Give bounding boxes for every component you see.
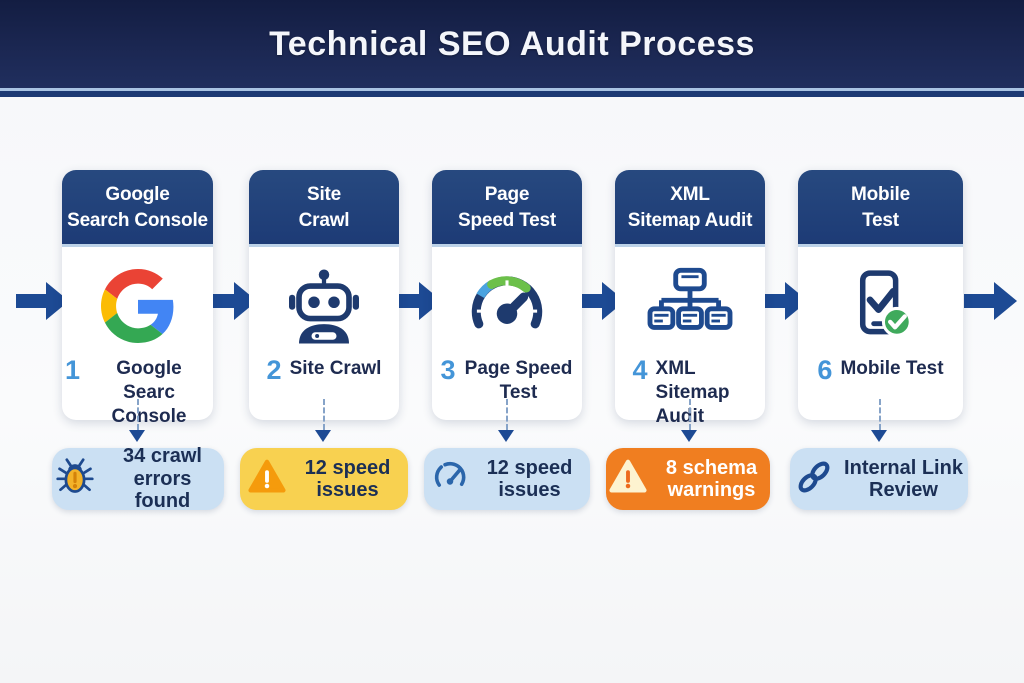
finding-badge-internal-link-review: Internal Link Review [790, 448, 968, 510]
step-number: 2 [266, 355, 282, 385]
step-card-header: Site Crawl [249, 170, 399, 247]
step-card-body: 3 Page Speed Test [432, 247, 582, 420]
banner-stripe-light [0, 88, 1024, 91]
step-label: 4 XML Sitemap Audit [632, 357, 747, 428]
flow-arrow-icon [389, 282, 442, 320]
step-card-header: Mobile Test [798, 170, 963, 247]
step-card-body: 6 Mobile Test [798, 247, 963, 420]
step-number: 3 [440, 355, 456, 385]
finding-badge-schema-warnings: 8 schema warnings [606, 448, 770, 510]
step-card-xml-sitemap-audit: XML Sitemap Audit [615, 170, 765, 427]
step-label-text: Page Speed Test [464, 358, 573, 403]
flow-arrow-icon [204, 282, 257, 320]
step-label: 3 Page Speed Test [440, 357, 573, 405]
link-icon [794, 457, 834, 502]
step-card-google-search-console: Google Search Console 1 Google Searc Con… [62, 170, 213, 427]
step-header-line2: Search Console [67, 209, 208, 231]
google-logo-icon [100, 263, 175, 349]
robot-icon [284, 263, 364, 349]
step-card-header: Page Speed Test [432, 170, 582, 247]
step-header-line1: XML [670, 183, 710, 205]
warning-triangle-icon [248, 459, 286, 499]
step-card-body: 2 Site Crawl [249, 247, 399, 420]
step-header-line2: Test [862, 209, 899, 231]
step-card-site-crawl: Site Crawl 2 Site Crawl [249, 170, 399, 420]
connector-arrow-icon [871, 430, 887, 442]
finding-badge-speed-issues: 12 speed issues [240, 448, 408, 510]
connector-arrow-icon [681, 430, 697, 442]
flow-arrow-icon [572, 282, 625, 320]
sitemap-icon [644, 263, 736, 349]
step-label: 6 Mobile Test [817, 357, 943, 384]
banner-stripe-dark [0, 91, 1024, 97]
gauge-icon [432, 459, 468, 500]
connector-line [879, 399, 881, 430]
connector-arrow-icon [315, 430, 331, 442]
step-label: 2 Site Crawl [267, 357, 382, 384]
step-number: 6 [817, 355, 833, 385]
step-card-header: Google Search Console [62, 170, 213, 247]
step-header-line1: Site [306, 183, 342, 205]
connector-arrow-icon [129, 430, 145, 442]
flow-arrow-icon [755, 282, 808, 320]
step-card-body: 1 Google Searc Console [62, 247, 213, 428]
step-header-line2: Speed Test [458, 209, 556, 231]
connector-line [689, 399, 691, 430]
warning-triangle-icon [608, 459, 647, 499]
page-title: Technical SEO Audit Process [269, 24, 755, 63]
speedometer-icon [466, 263, 548, 349]
step-header-line1: Page [484, 183, 530, 205]
finding-text: 34 crawl errors found [123, 445, 202, 513]
step-label: 1 Google Searc Console [65, 357, 210, 428]
step-card-page-speed-test: Page Speed Test 3 Page Speed Test [432, 170, 582, 420]
step-card-mobile-test: Mobile Test 6 Mobile Test [798, 170, 963, 420]
bug-icon [55, 457, 95, 502]
step-label-text: XML Sitemap Audit [655, 358, 730, 427]
connector-line [137, 399, 139, 430]
finding-text: 12 speed issues [304, 456, 391, 501]
step-label-text: Mobile Test [840, 358, 944, 379]
step-label-text: Site Crawl [289, 358, 382, 379]
connector-arrow-icon [498, 430, 514, 442]
connector-line [323, 399, 325, 430]
step-card-body: 4 XML Sitemap Audit [615, 247, 765, 428]
finding-text: Internal Link Review [844, 456, 963, 501]
step-card-header: XML Sitemap Audit [615, 170, 765, 247]
connector-line [506, 399, 508, 430]
finding-text: 8 schema warnings [665, 456, 758, 501]
finding-badge-crawl-errors: 34 crawl errors found [52, 445, 224, 513]
finding-text: 12 speed issues [486, 456, 573, 501]
step-header-line2: Crawl [298, 209, 350, 231]
step-header-line1: Mobile [851, 183, 910, 205]
mobile-check-icon [842, 263, 920, 349]
title-banner: Technical SEO Audit Process [0, 0, 1024, 88]
step-label-text: Google Searc Console [111, 358, 187, 427]
step-header-line2: Sitemap Audit [627, 209, 753, 231]
step-number: 1 [64, 355, 81, 385]
step-number: 4 [632, 355, 648, 385]
flow-arrow-icon [16, 282, 69, 320]
step-header-line1: Google [105, 183, 170, 205]
flow-arrow-icon [964, 282, 1017, 320]
finding-badge-speed-issues: 12 speed issues [424, 448, 590, 510]
